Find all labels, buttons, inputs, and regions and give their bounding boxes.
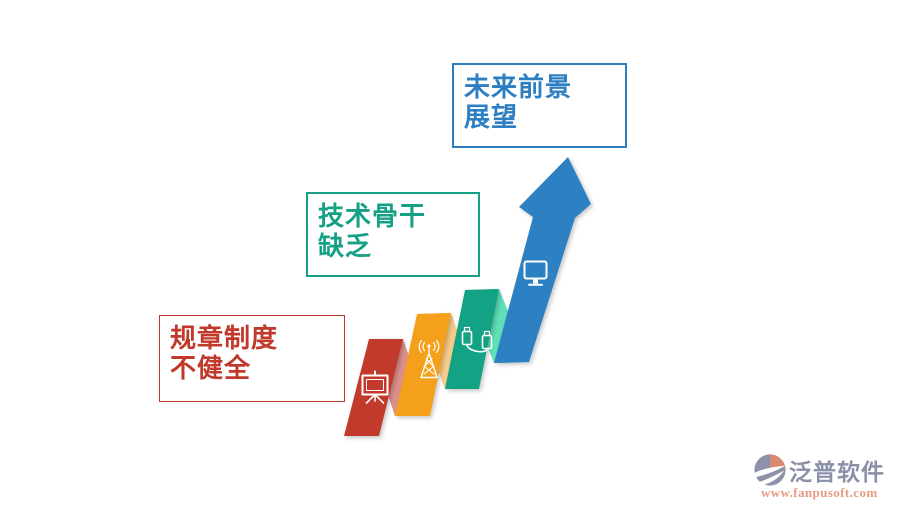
label-box-future-line1: 未来前景	[464, 72, 573, 102]
label-box-tech: 技术骨干 缺乏	[306, 192, 480, 277]
arrow-blue	[494, 157, 591, 363]
monitor-icon	[523, 260, 548, 286]
label-box-future: 未来前景 展望	[452, 63, 627, 148]
usb-cable-icon	[461, 326, 493, 353]
ribbon-bar-orange	[395, 313, 451, 416]
brand-logo: 泛普软件 www.fanpusoft.com	[753, 452, 893, 502]
label-box-tech-line1: 技术骨干	[318, 201, 427, 231]
label-box-rules-line1: 规章制度	[170, 323, 279, 353]
brand-logo-mark-icon	[754, 454, 786, 486]
ribbon-bar-red	[344, 339, 403, 436]
brand-name: 泛普软件	[789, 459, 885, 485]
radio-tower-icon	[418, 339, 440, 379]
brand-url: www.fanpusoft.com	[761, 485, 878, 500]
label-box-rules-line2: 不健全	[170, 353, 252, 383]
label-box-rules: 规章制度 不健全	[159, 315, 345, 402]
label-box-tech-line2: 缺乏	[318, 231, 373, 261]
label-box-future-line2: 展望	[464, 102, 519, 132]
presentation-screen-icon	[361, 370, 389, 404]
